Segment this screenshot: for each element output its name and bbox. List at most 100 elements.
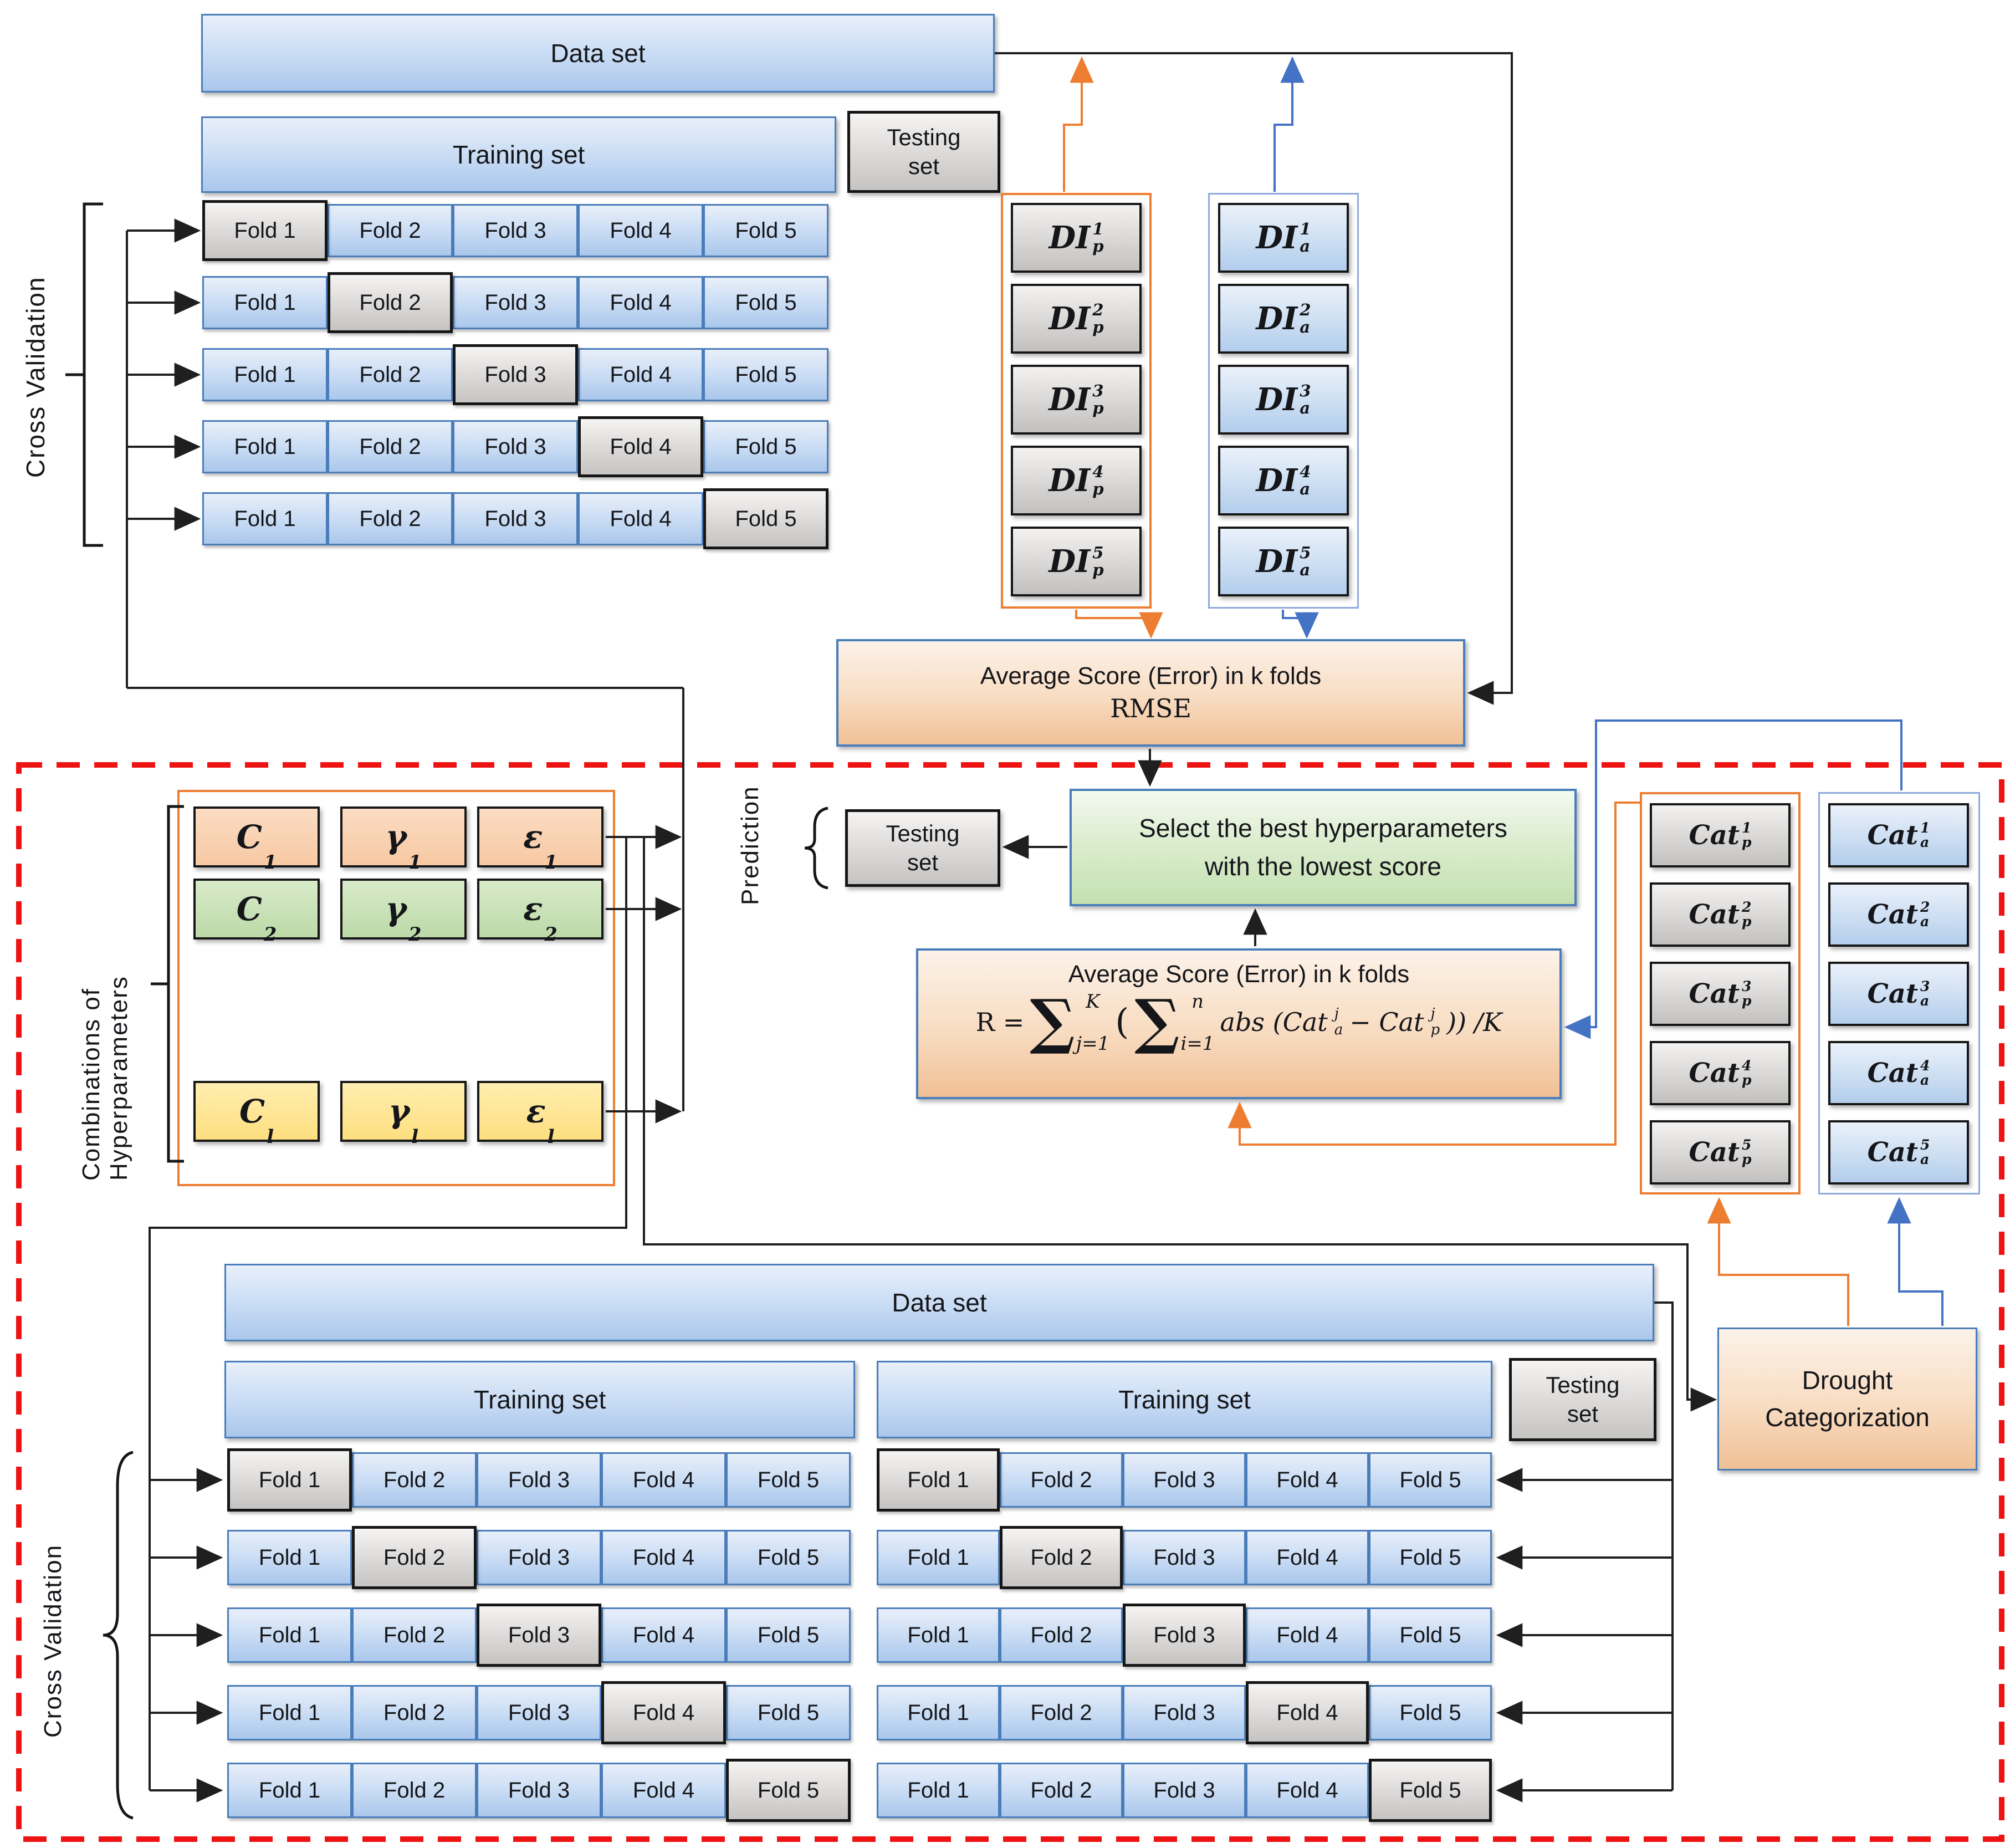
fold-cell-training: Fold 1 (202, 420, 328, 473)
fold-cell-training: Fold 3 (477, 1763, 601, 1818)
fold-cell-training: Fold 2 (352, 1685, 477, 1740)
dc-to-catp-arrow (1707, 1197, 1849, 1326)
bottom-cv-brace (103, 1451, 134, 1820)
fold-cell-training: Fold 5 (1369, 1685, 1492, 1740)
fold-cell-training: Fold 2 (328, 204, 453, 257)
fold-cell-training: Fold 1 (877, 1685, 1000, 1740)
fold-cell-validation: Fold 5 (726, 1759, 851, 1822)
bottom-dataset-branch-line (1654, 1301, 1674, 1790)
prediction-brace (804, 806, 828, 890)
fold-cell-training: Fold 3 (453, 204, 578, 257)
fold-cell-training: Fold 3 (477, 1452, 601, 1508)
fold-cell-validation: Fold 2 (328, 272, 453, 333)
fold-cell-training: Fold 2 (328, 348, 453, 401)
fold-cell-training: Fold 3 (1123, 1685, 1246, 1740)
fold-cell-training: Fold 1 (877, 1763, 1000, 1818)
training-set-top-bar: Training set (201, 116, 836, 193)
fold-cell-training: Fold 1 (227, 1685, 352, 1740)
fold-cell-validation: Fold 1 (877, 1448, 1000, 1512)
fold-cell-training: Fold 5 (703, 204, 828, 257)
fold-cell-validation: Fold 3 (453, 344, 578, 405)
fold-cell-training: Fold 3 (1123, 1763, 1246, 1818)
fold-cell-training: Fold 4 (578, 276, 703, 329)
fold-cell-training: Fold 4 (578, 348, 703, 401)
testing-set-bottom-box: Testing set (1509, 1358, 1656, 1441)
fold-cell-training: Fold 1 (227, 1530, 352, 1585)
testing-set-bottom-label: Testing set (1546, 1371, 1620, 1427)
fold-cell-training: Fold 1 (877, 1607, 1000, 1663)
fold-cell-validation: Fold 4 (578, 416, 703, 477)
fold-cell-training: Fold 1 (227, 1607, 352, 1663)
testing-set-mid-box: Testing set (845, 809, 1000, 887)
fold-cell-validation: Fold 4 (1246, 1681, 1369, 1744)
data-set-bottom-label: Data set (892, 1288, 987, 1317)
fold-cell-training: Fold 5 (703, 276, 828, 329)
average-score-rmse-sub: RMSE (1110, 693, 1191, 723)
data-set-bottom-bar: Data set (224, 1264, 1654, 1341)
prediction-label: Prediction (737, 785, 764, 905)
fold-cell-training: Fold 1 (202, 276, 328, 329)
fold-cell-training: Fold 2 (352, 1452, 477, 1508)
fold-cell-training: Fold 1 (227, 1763, 352, 1818)
data-set-top-label: Data set (550, 39, 646, 68)
fold-cell-training: Fold 2 (1000, 1763, 1123, 1818)
average-score-formula-title: Average Score (Error) in k folds (1068, 961, 1410, 988)
fold-cell-validation: Fold 3 (1123, 1604, 1246, 1667)
fold-cell-training: Fold 3 (1123, 1530, 1246, 1585)
fold-cell-training: Fold 5 (726, 1685, 851, 1740)
drought-categorization-box: Drought Categorization (1717, 1328, 1977, 1471)
top-cv-bracket (65, 202, 103, 547)
average-score-rmse-title: Average Score (Error) in k folds (980, 662, 1322, 690)
fold-cell-training: Fold 2 (352, 1763, 477, 1818)
fold-cell-training: Fold 5 (1369, 1452, 1492, 1508)
fold-cell-training: Fold 5 (703, 420, 828, 473)
average-score-rmse-box: Average Score (Error) in k folds RMSE (836, 639, 1465, 747)
fold-cell-training: Fold 1 (202, 348, 328, 401)
fold-cell-training: Fold 2 (1000, 1452, 1123, 1508)
fold-cell-training: Fold 4 (601, 1607, 726, 1663)
fold-cell-training: Fold 1 (202, 492, 328, 545)
fold-cell-training: Fold 4 (601, 1530, 726, 1585)
testing-set-mid-label: Testing set (886, 820, 960, 876)
fold-cell-training: Fold 3 (477, 1685, 601, 1740)
fold-cell-validation: Fold 5 (1369, 1759, 1492, 1822)
cross-validation-bottom-label: Cross Validation (39, 1544, 67, 1738)
select-best-label: Select the best hyperparameters with the… (1139, 814, 1507, 881)
fold-cell-training: Fold 2 (328, 420, 453, 473)
fold-cell-training: Fold 2 (352, 1607, 477, 1663)
fold-cell-training: Fold 1 (877, 1530, 1000, 1585)
training-set-bottom-left-bar: Training set (224, 1361, 855, 1438)
fold-cell-validation: Fold 1 (202, 200, 328, 261)
select-best-hyperparameters-box: Select the best hyperparameters with the… (1070, 789, 1577, 906)
fold-cell-training: Fold 3 (453, 492, 578, 545)
fold-cell-training: Fold 4 (1246, 1763, 1369, 1818)
fold-cell-training: Fold 4 (601, 1452, 726, 1508)
fold-cell-training: Fold 5 (726, 1452, 851, 1508)
